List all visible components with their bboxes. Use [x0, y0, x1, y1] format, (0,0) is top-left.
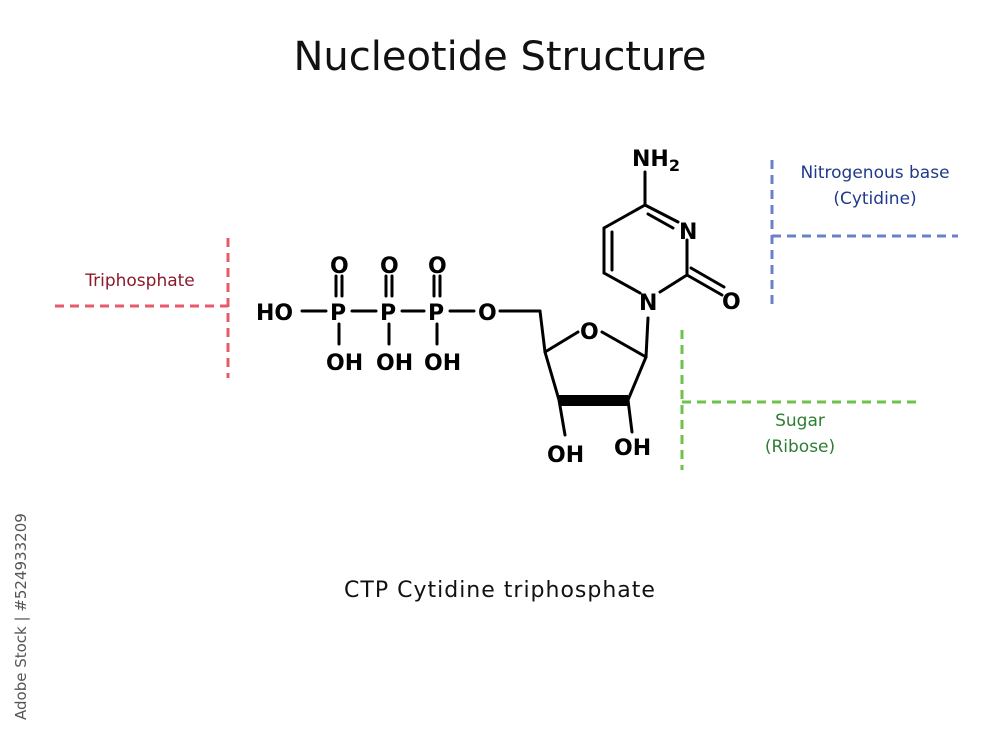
atom-n3: N	[679, 220, 697, 245]
atom-oh-2prime: OH	[614, 436, 651, 461]
ribose-wedge-bond	[559, 395, 628, 406]
page-title: Nucleotide Structure	[293, 34, 707, 80]
atom-o-bridge: O	[478, 301, 497, 326]
atom-oh3: OH	[424, 351, 461, 376]
atom-p3: P	[428, 301, 444, 326]
triphosphate-label: Triphosphate	[85, 271, 195, 291]
atom-o2: O	[380, 254, 399, 279]
atom-o3: O	[428, 254, 447, 279]
base-label-line1: Nitrogenous base	[800, 163, 950, 183]
base-label-line2: (Cytidine)	[833, 189, 917, 209]
sugar-label-line2: (Ribose)	[764, 437, 836, 457]
atom-oh-3prime: OH	[547, 443, 584, 468]
atom-oh1: OH	[326, 351, 363, 376]
atom-p2: P	[380, 301, 396, 326]
sugar-marker	[680, 330, 918, 470]
atom-ho: HO	[256, 301, 293, 326]
atom-labels: HO P P P O O O OH OH OH O O OH OH N N O …	[256, 147, 741, 468]
atom-oh2: OH	[376, 351, 413, 376]
base-marker	[770, 160, 958, 310]
stock-watermark-text: Adobe Stock | #524933209	[12, 513, 30, 720]
atom-nh2-main: NH	[632, 147, 669, 172]
bonds	[300, 170, 726, 437]
atom-p1: P	[330, 301, 346, 326]
atom-n1: N	[639, 291, 657, 316]
atom-nh2-subscript: 2	[669, 156, 680, 175]
sugar-label-line1: Sugar	[775, 411, 825, 431]
atom-o-ring: O	[580, 320, 599, 345]
atom-o1: O	[330, 254, 349, 279]
atom-nh2: NH2	[632, 147, 680, 175]
atom-o-carbonyl: O	[722, 290, 741, 315]
triphosphate-marker	[55, 238, 230, 378]
caption: CTP Cytidine triphosphate	[344, 578, 656, 603]
nitrogenous-base-label: Nitrogenous base (Cytidine)	[770, 160, 980, 212]
sugar-label: Sugar (Ribose)	[720, 408, 880, 460]
